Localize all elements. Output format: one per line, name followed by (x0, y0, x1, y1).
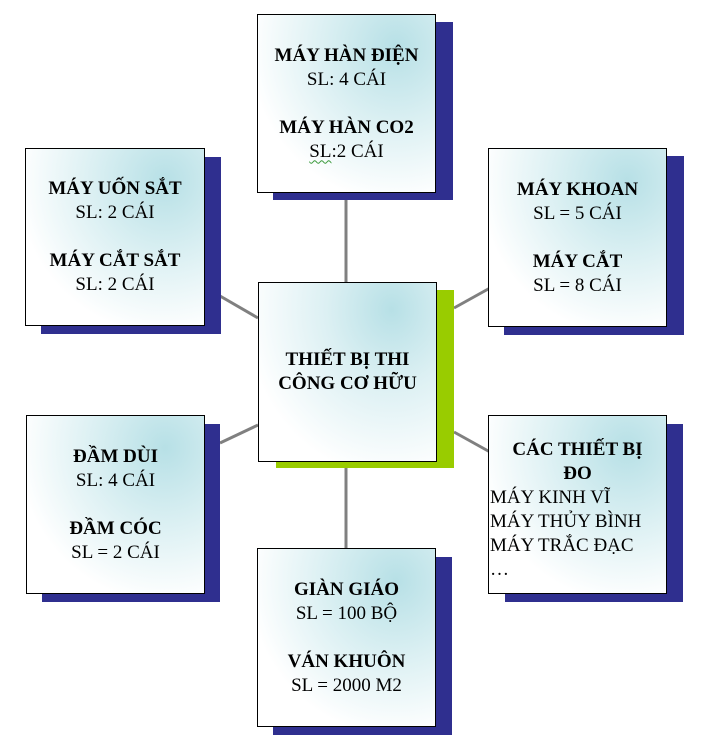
node-bottom-right-box: CÁC THIẾT BỊ ĐO MÁY KINH VĨ MÁY THỦY BÌN… (488, 415, 667, 594)
node-top-left-item1-qty: SL: 2 CÁI (75, 202, 155, 223)
node-bottom-left-item2-name: ĐẦM CÓC (69, 517, 162, 539)
node-bottom-right-list-item-3: MÁY TRẮC ĐẠC (490, 535, 634, 556)
node-top-right-item1-name: MÁY KHOAN (516, 178, 639, 200)
node-top-item2-name: MÁY HÀN CO2 (279, 116, 414, 138)
node-bottom-left-box: ĐẦM DÙI SL: 4 CÁI ĐẦM CÓC SL = 2 CÁI (26, 415, 205, 594)
node-bottom-right-title2: ĐO (563, 463, 592, 484)
node-top-left-item2-name: MÁY CẮT SẮT (49, 250, 181, 271)
node-bottom-right-list-item-2: MÁY THỦY BÌNH (490, 511, 642, 532)
node-bottom-left-item2-qty: SL = 2 CÁI (71, 541, 160, 563)
node-bottom-left-item1-qty: SL: 4 CÁI (75, 469, 156, 491)
node-top-item1-name: MÁY HÀN ĐIỆN (274, 44, 419, 66)
node-top-box: MÁY HÀN ĐIỆN SL: 4 CÁI MÁY HÀN CO2 SL:2 … (257, 14, 436, 193)
node-top-right-item2-name: MÁY CẮT (532, 250, 623, 272)
node-bottom-left-item1-name: ĐẦM DÙI (73, 445, 158, 467)
node-center-line2: CÔNG CƠ HỮU (278, 373, 417, 394)
node-top-right-item1-qty: SL = 5 CÁI (533, 202, 622, 224)
connector-bottom-right (453, 430, 491, 454)
node-bottom-item1-name: GIÀN GIÁO (293, 578, 400, 600)
node-bottom-right-title1: CÁC THIẾT BỊ (512, 439, 643, 460)
connector-top-right (453, 286, 491, 310)
node-bottom-item1-qty: SL = 100 BỘ (295, 602, 398, 624)
node-top-right-box: MÁY KHOAN SL = 5 CÁI MÁY CẮT SL = 8 CÁI (488, 148, 667, 327)
node-top-right-item2-qty: SL = 8 CÁI (533, 274, 622, 296)
connector-bottom-left (219, 423, 259, 445)
node-bottom-right-list-item-4: … (490, 559, 509, 580)
node-bottom-item2-name: VÁN KHUÔN (287, 650, 406, 672)
node-top-left-item2-qty: SL: 2 CÁI (75, 274, 155, 295)
node-top-item2-qty: SL:2 CÁI (309, 140, 384, 162)
node-top-item1-qty: SL: 4 CÁI (306, 68, 387, 90)
connector-top-left (219, 294, 259, 320)
node-bottom-item2-qty: SL = 2000 M2 (291, 674, 402, 696)
node-top-left-item1-name: MÁY UỐN SẮT (48, 178, 182, 199)
node-top-left-box: MÁY UỐN SẮT SL: 2 CÁI MÁY CẮT SẮT SL: 2 … (25, 148, 205, 326)
node-center-box: THIẾT BỊ THI CÔNG CƠ HỮU (258, 282, 437, 462)
node-center-line1: THIẾT BỊ THI (285, 349, 410, 370)
node-bottom-box: GIÀN GIÁO SL = 100 BỘ VÁN KHUÔN SL = 200… (257, 548, 436, 727)
node-bottom-right-list-item-1: MÁY KINH VĨ (490, 487, 611, 508)
